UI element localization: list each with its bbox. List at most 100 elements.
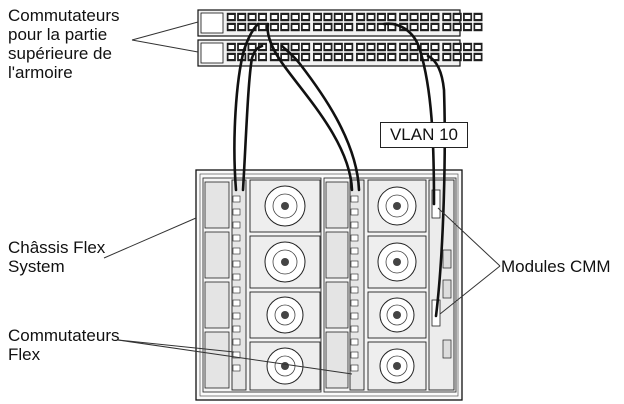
flex-switch-port xyxy=(233,222,240,228)
switch-port-socket xyxy=(389,15,395,19)
switch-port-socket xyxy=(465,45,471,49)
switch-port-socket xyxy=(465,15,471,19)
switch-port-socket xyxy=(358,25,364,29)
flex-switch-port xyxy=(351,287,358,293)
switch-port-socket xyxy=(444,55,450,59)
switch-port-socket xyxy=(379,55,385,59)
switch-port-socket xyxy=(401,55,407,59)
vlan-label: VLAN 10 xyxy=(380,122,468,148)
switch-port-socket xyxy=(379,45,385,49)
flex-switch-port xyxy=(351,365,358,371)
switch-port-socket xyxy=(411,25,417,29)
flex-switch-port xyxy=(233,339,240,345)
switch-port-socket xyxy=(432,25,438,29)
switch-port-socket xyxy=(325,25,331,29)
flex-switch-port xyxy=(233,300,240,306)
switch-port-socket xyxy=(432,15,438,19)
switch-port-socket xyxy=(389,45,395,49)
switch-port-socket xyxy=(368,15,374,19)
switch-port-socket xyxy=(475,25,481,29)
fan-modules-right xyxy=(368,180,426,390)
switch-port-socket xyxy=(325,45,331,49)
switch-port-socket xyxy=(358,45,364,49)
switch-port-socket xyxy=(368,25,374,29)
flex-switch-port xyxy=(351,209,358,215)
chassis-leader-line xyxy=(104,218,196,258)
top-switches-leader-lines xyxy=(132,22,198,52)
switch-port-socket xyxy=(292,25,298,29)
cable-left-b xyxy=(243,46,262,190)
switch-port-socket xyxy=(422,45,428,49)
switch-port-socket xyxy=(444,25,450,29)
switch-port-socket xyxy=(454,45,460,49)
switch-port-socket xyxy=(282,15,288,19)
switch-port-socket xyxy=(475,15,481,19)
switch-port-socket xyxy=(411,15,417,19)
switch-port-socket xyxy=(475,55,481,59)
switch-port-socket xyxy=(303,15,309,19)
switch-port-socket xyxy=(358,55,364,59)
switch-port-socket xyxy=(389,55,395,59)
switch-port-socket xyxy=(282,55,288,59)
switch-port-socket xyxy=(358,15,364,19)
switch-port-socket xyxy=(422,15,428,19)
flex-switch-port xyxy=(351,222,358,228)
flex-switch-port xyxy=(351,339,358,345)
flex-switch-port xyxy=(233,261,240,267)
flex-switch-port xyxy=(233,313,240,319)
flex-switch-port xyxy=(233,365,240,371)
flex-switch-port xyxy=(351,326,358,332)
switch-port-socket xyxy=(229,15,235,19)
flex-switch-port xyxy=(351,300,358,306)
switch-port-socket xyxy=(315,25,321,29)
switch-port-socket xyxy=(260,55,266,59)
flex-switch-port xyxy=(351,261,358,267)
flex-switch-port xyxy=(351,313,358,319)
switch-port-socket xyxy=(260,25,266,29)
flex-switch-port xyxy=(233,274,240,280)
flex-switch-port xyxy=(233,196,240,202)
switch-port-socket xyxy=(346,25,352,29)
switch-port-socket xyxy=(229,55,235,59)
switch-port-socket xyxy=(346,55,352,59)
power-supplies-left xyxy=(205,182,229,388)
switch-port-socket xyxy=(368,55,374,59)
flex-switch-port xyxy=(351,235,358,241)
flex-switch-port xyxy=(351,196,358,202)
flex-switch-port xyxy=(233,235,240,241)
switch-port-socket xyxy=(282,25,288,29)
flex-switch-port xyxy=(233,209,240,215)
switch-port-socket xyxy=(454,55,460,59)
switch-port-socket xyxy=(422,25,428,29)
switch-port-socket xyxy=(401,45,407,49)
switch-port-socket xyxy=(368,45,374,49)
switch-port-socket xyxy=(249,45,255,49)
switch-port-socket xyxy=(239,25,245,29)
switch-port-socket xyxy=(389,25,395,29)
switch-port-socket xyxy=(346,15,352,19)
switch-port-socket xyxy=(411,55,417,59)
switch-port-socket xyxy=(432,45,438,49)
switch-port-socket xyxy=(475,45,481,49)
switch-port-socket xyxy=(454,15,460,19)
switch-port-socket xyxy=(325,15,331,19)
switch-port-socket xyxy=(346,45,352,49)
chassis-left-half xyxy=(203,178,321,392)
flex-switch-port xyxy=(233,248,240,254)
switch-port-socket xyxy=(249,15,255,19)
flex-switch-port xyxy=(233,287,240,293)
switch-port-socket xyxy=(336,55,342,59)
switch-port-socket xyxy=(315,15,321,19)
switch-port-socket xyxy=(401,15,407,19)
switch-port-socket xyxy=(444,15,450,19)
switch-port-socket xyxy=(303,25,309,29)
switch-port-socket xyxy=(379,25,385,29)
switch-port-socket xyxy=(336,45,342,49)
switch-port-socket xyxy=(465,55,471,59)
switch-port-socket xyxy=(315,55,321,59)
fan-modules-left xyxy=(250,180,320,390)
switch-port-socket xyxy=(325,55,331,59)
flex-switch-port xyxy=(233,326,240,332)
flex-switch-port xyxy=(351,352,358,358)
